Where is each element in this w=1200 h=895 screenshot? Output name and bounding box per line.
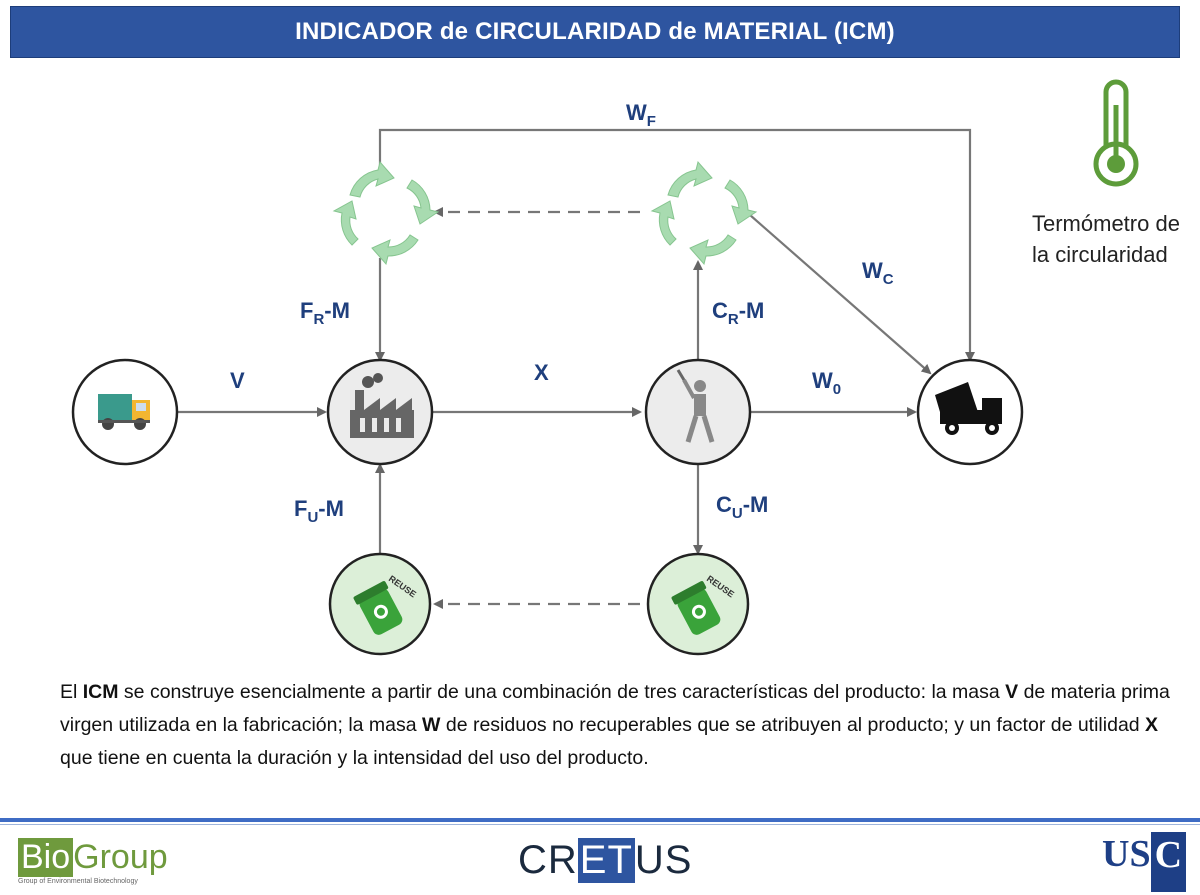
landfill-node xyxy=(916,358,1024,466)
factory-icon xyxy=(350,373,414,438)
reuse-jar-icon xyxy=(353,581,403,635)
truck-node xyxy=(71,358,179,466)
arrow-wc xyxy=(749,214,932,375)
arrow-wf xyxy=(378,128,975,362)
biogroup-subtitle: Group of Environmental Biotechnology xyxy=(18,878,138,885)
reuse-jar-icon xyxy=(671,581,721,635)
label-w0: W0 xyxy=(812,368,841,398)
description-text: El ICM se construye esencialmente a part… xyxy=(60,681,1170,769)
label-wc: WC xyxy=(862,258,894,288)
label-fum: FU-M xyxy=(294,496,344,526)
factory-node xyxy=(326,358,434,466)
dump-truck-icon xyxy=(935,382,1002,435)
label-frm: FR-M xyxy=(300,298,350,328)
user-node xyxy=(644,358,752,466)
delivery-truck-icon xyxy=(98,394,150,430)
reuse-node-right: REUSE xyxy=(646,552,750,656)
footer-divider xyxy=(0,818,1200,822)
label-crm: CR-M xyxy=(712,298,764,328)
page-title: INDICADOR de CIRCULARIDAD de MATERIAL (I… xyxy=(10,6,1180,58)
person-baseball-icon xyxy=(676,369,715,443)
label-wf: WF xyxy=(626,100,656,130)
label-v: V xyxy=(230,368,245,393)
footer-divider-thin xyxy=(0,824,1200,825)
thermometer-icon xyxy=(1093,79,1139,187)
label-x: X xyxy=(534,360,549,385)
thermometer-label: Termómetro de la circularidad xyxy=(1032,211,1180,267)
reuse-node-left: REUSE xyxy=(328,552,432,656)
recycle-icon-left xyxy=(332,160,440,266)
recycle-icon-right xyxy=(650,160,758,266)
label-cum: CU-M xyxy=(716,492,768,522)
